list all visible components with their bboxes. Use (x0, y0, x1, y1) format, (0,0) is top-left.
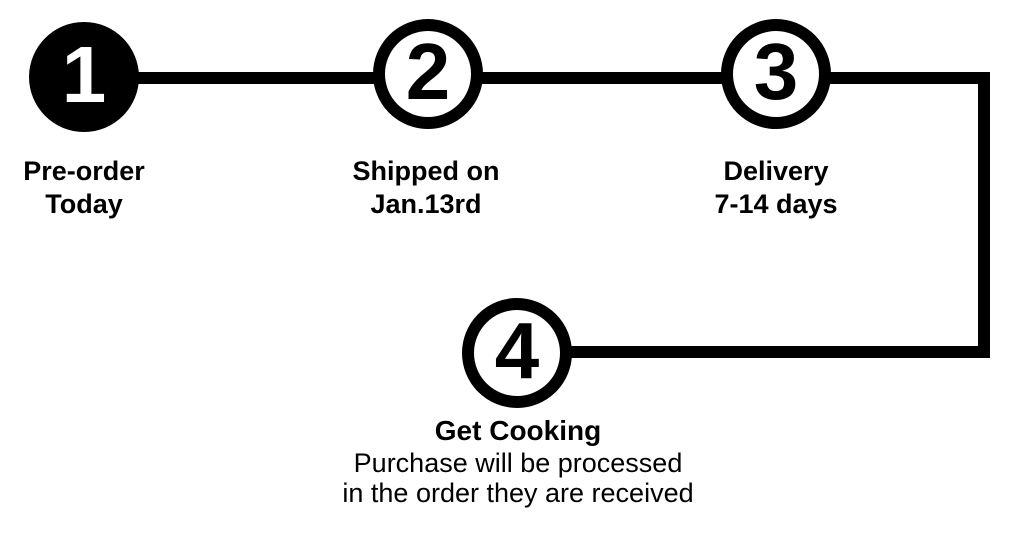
step-2-label-line-1: Shipped on (352, 156, 500, 186)
step-1-circle: 1 (29, 22, 139, 132)
step-4-number: 4 (494, 306, 540, 395)
step-3-label-line-2: 7-14 days (714, 189, 838, 219)
step-3-label: Delivery 7-14 days (714, 155, 837, 221)
step-4-circle: 4 (462, 298, 572, 408)
step-1-label: Pre-order Today (23, 155, 145, 221)
step-4-label: Get Cooking (435, 414, 601, 447)
step-2-label-line-2: Jan.13rd (370, 189, 482, 219)
connector-line-bottom (517, 346, 990, 358)
step-2-circle: 2 (373, 19, 483, 129)
step-1-label-line-1: Pre-order (23, 156, 145, 186)
step-4-sublabel-line-2: in the order they are received (342, 478, 694, 508)
step-3-number: 3 (753, 27, 799, 116)
step-3-label-line-1: Delivery (723, 156, 829, 186)
step-4-sublabel: Purchase will be processed in the order … (342, 448, 693, 508)
step-3-circle: 3 (721, 19, 831, 129)
step-2-number: 2 (405, 27, 451, 116)
connector-line-right (978, 72, 990, 358)
step-4-sublabel-line-1: Purchase will be processed (353, 448, 683, 478)
step-4-label-line-1: Get Cooking (434, 415, 602, 446)
step-1-label-line-2: Today (45, 189, 123, 219)
step-1-number: 1 (61, 30, 107, 119)
connector-line-top (84, 72, 990, 84)
step-2-label: Shipped on Jan.13rd (353, 155, 500, 221)
